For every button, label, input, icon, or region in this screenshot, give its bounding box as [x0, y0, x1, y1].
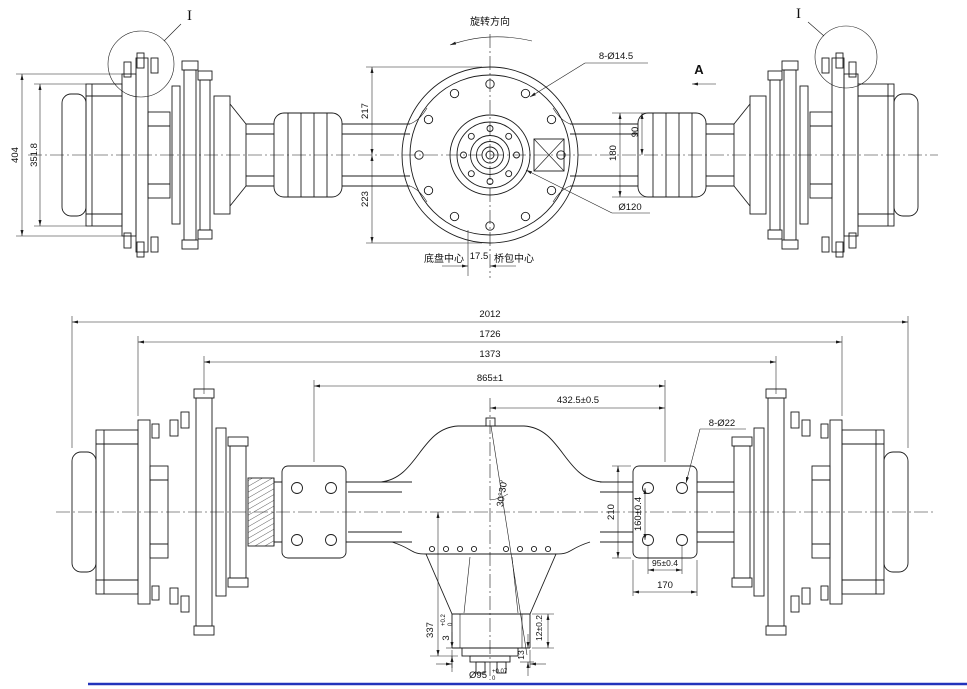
dim-217: 217: [360, 103, 371, 119]
detail-label-left: I: [187, 8, 192, 24]
dim-12: 12±0.2: [534, 615, 544, 641]
dim-3-tol-lower: 0: [448, 622, 454, 626]
top-view-dimensions: 404 351.8 217 223 180 90 8: [10, 15, 716, 276]
detail-label-right: I: [796, 6, 801, 22]
dim-170: 170: [657, 580, 673, 591]
detail-callouts: I I: [107, 6, 878, 98]
dim-pilot-tol-upper: +0.07: [492, 669, 508, 675]
dim-bolt-circle: 8-Ø14.5: [599, 51, 633, 62]
chassis-center-label: 底盘中心: [424, 252, 464, 265]
dim-13: 13: [516, 650, 526, 660]
dim-hub-bore: Ø120: [618, 202, 641, 213]
axle-assembly-drawing: I I 404 351.8 217 2: [10, 6, 967, 686]
dim-3: 3: [441, 635, 452, 640]
dim-1373: 1373: [479, 349, 500, 360]
dim-90: 90: [630, 127, 641, 138]
dim-404: 404: [10, 147, 21, 163]
dim-pilot-tol-lower: 0: [492, 676, 496, 682]
dim-865: 865±1: [477, 373, 503, 384]
dim-flange-holes: 8-Ø22: [709, 418, 735, 429]
dim-432-5: 432.5±0.5: [557, 395, 599, 406]
dim-95-pitch: 95±0.4: [652, 558, 678, 568]
top-view: I I 404 351.8 217 2: [10, 6, 938, 278]
banjo-housing: [379, 417, 603, 674]
dim-2012: 2012: [479, 309, 500, 320]
dim-337: 337: [425, 622, 436, 638]
dim-160: 160±0.4: [633, 497, 644, 531]
axle-center-label: 桥包中心: [494, 252, 534, 265]
rotation-direction-label: 旋转方向: [470, 15, 510, 28]
section-a-label: A: [694, 62, 704, 77]
dim-1726: 1726: [479, 329, 500, 340]
dim-180: 180: [608, 145, 619, 161]
bottom-view-dimensions: 2012 1726 1373 865±1 432.5±0.5 8-Ø22: [71, 309, 909, 682]
dim-offset-17-5: 17.5: [470, 251, 489, 262]
dim-223: 223: [360, 191, 371, 207]
dim-angle: 30°30′: [495, 479, 510, 507]
dim-pilot: Ø95: [469, 670, 487, 681]
dim-3-tol-upper: +0.2: [441, 613, 447, 626]
bottom-view: 2012 1726 1373 865±1 432.5±0.5 8-Ø22: [56, 309, 936, 682]
